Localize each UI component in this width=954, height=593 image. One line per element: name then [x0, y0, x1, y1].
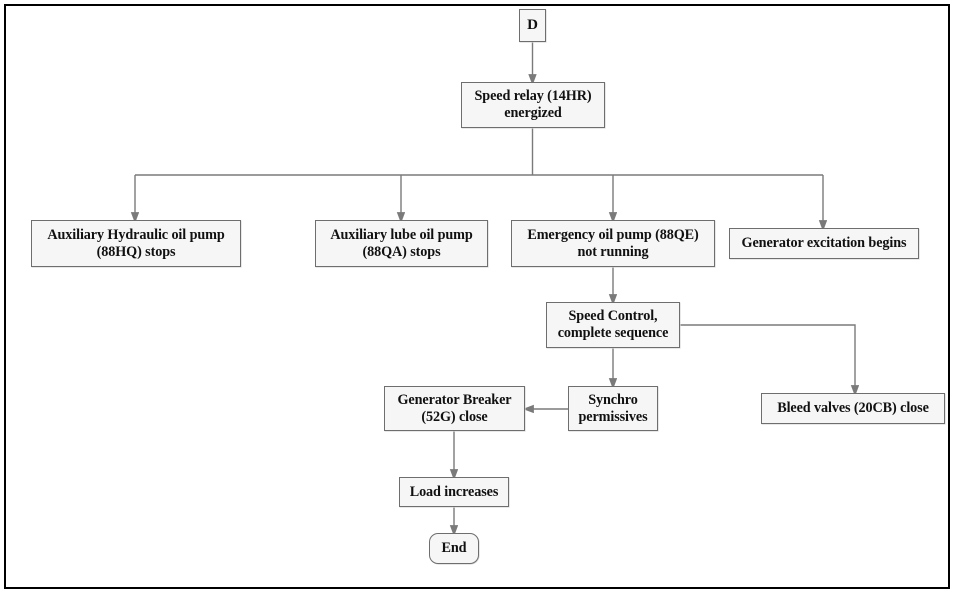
- wire-speed-control-to-bleed: [680, 324, 860, 397]
- node-speed-relay[interactable]: Speed relay (14HR) energized: [461, 82, 605, 128]
- node-label: Generator excitation begins: [741, 235, 907, 252]
- node-generator-breaker[interactable]: Generator Breaker (52G) close: [384, 386, 525, 431]
- node-label: Synchro permissives: [578, 391, 648, 425]
- node-label: Load increases: [409, 483, 499, 500]
- node-emergency-oil-pump[interactable]: Emergency oil pump (88QE) not running: [511, 220, 715, 267]
- node-label: Generator Breaker (52G) close: [397, 391, 512, 425]
- node-auxiliary-lube-oil-pump[interactable]: Auxiliary lube oil pump (88QA) stops: [315, 220, 488, 267]
- node-generator-excitation[interactable]: Generator excitation begins: [729, 228, 919, 259]
- node-auxiliary-hydraulic-oil-pump[interactable]: Auxiliary Hydraulic oil pump (88HQ) stop…: [31, 220, 241, 267]
- node-start-d[interactable]: D: [519, 9, 546, 42]
- node-load-increases[interactable]: Load increases: [399, 477, 509, 507]
- node-speed-control[interactable]: Speed Control, complete sequence: [546, 302, 680, 348]
- node-bleed-valves[interactable]: Bleed valves (20CB) close: [761, 393, 945, 424]
- node-label: Speed relay (14HR) energized: [474, 88, 592, 121]
- node-label: Speed Control, complete sequence: [557, 308, 669, 341]
- node-label: Bleed valves (20CB) close: [777, 400, 929, 417]
- node-label: Emergency oil pump (88QE) not running: [527, 226, 699, 260]
- node-label: End: [441, 540, 467, 557]
- node-synchro-permissives[interactable]: Synchro permissives: [568, 386, 658, 431]
- node-label: D: [527, 16, 538, 33]
- node-label: Auxiliary lube oil pump (88QA) stops: [330, 226, 473, 260]
- node-label: Auxiliary Hydraulic oil pump (88HQ) stop…: [47, 226, 225, 260]
- node-end[interactable]: End: [429, 533, 479, 564]
